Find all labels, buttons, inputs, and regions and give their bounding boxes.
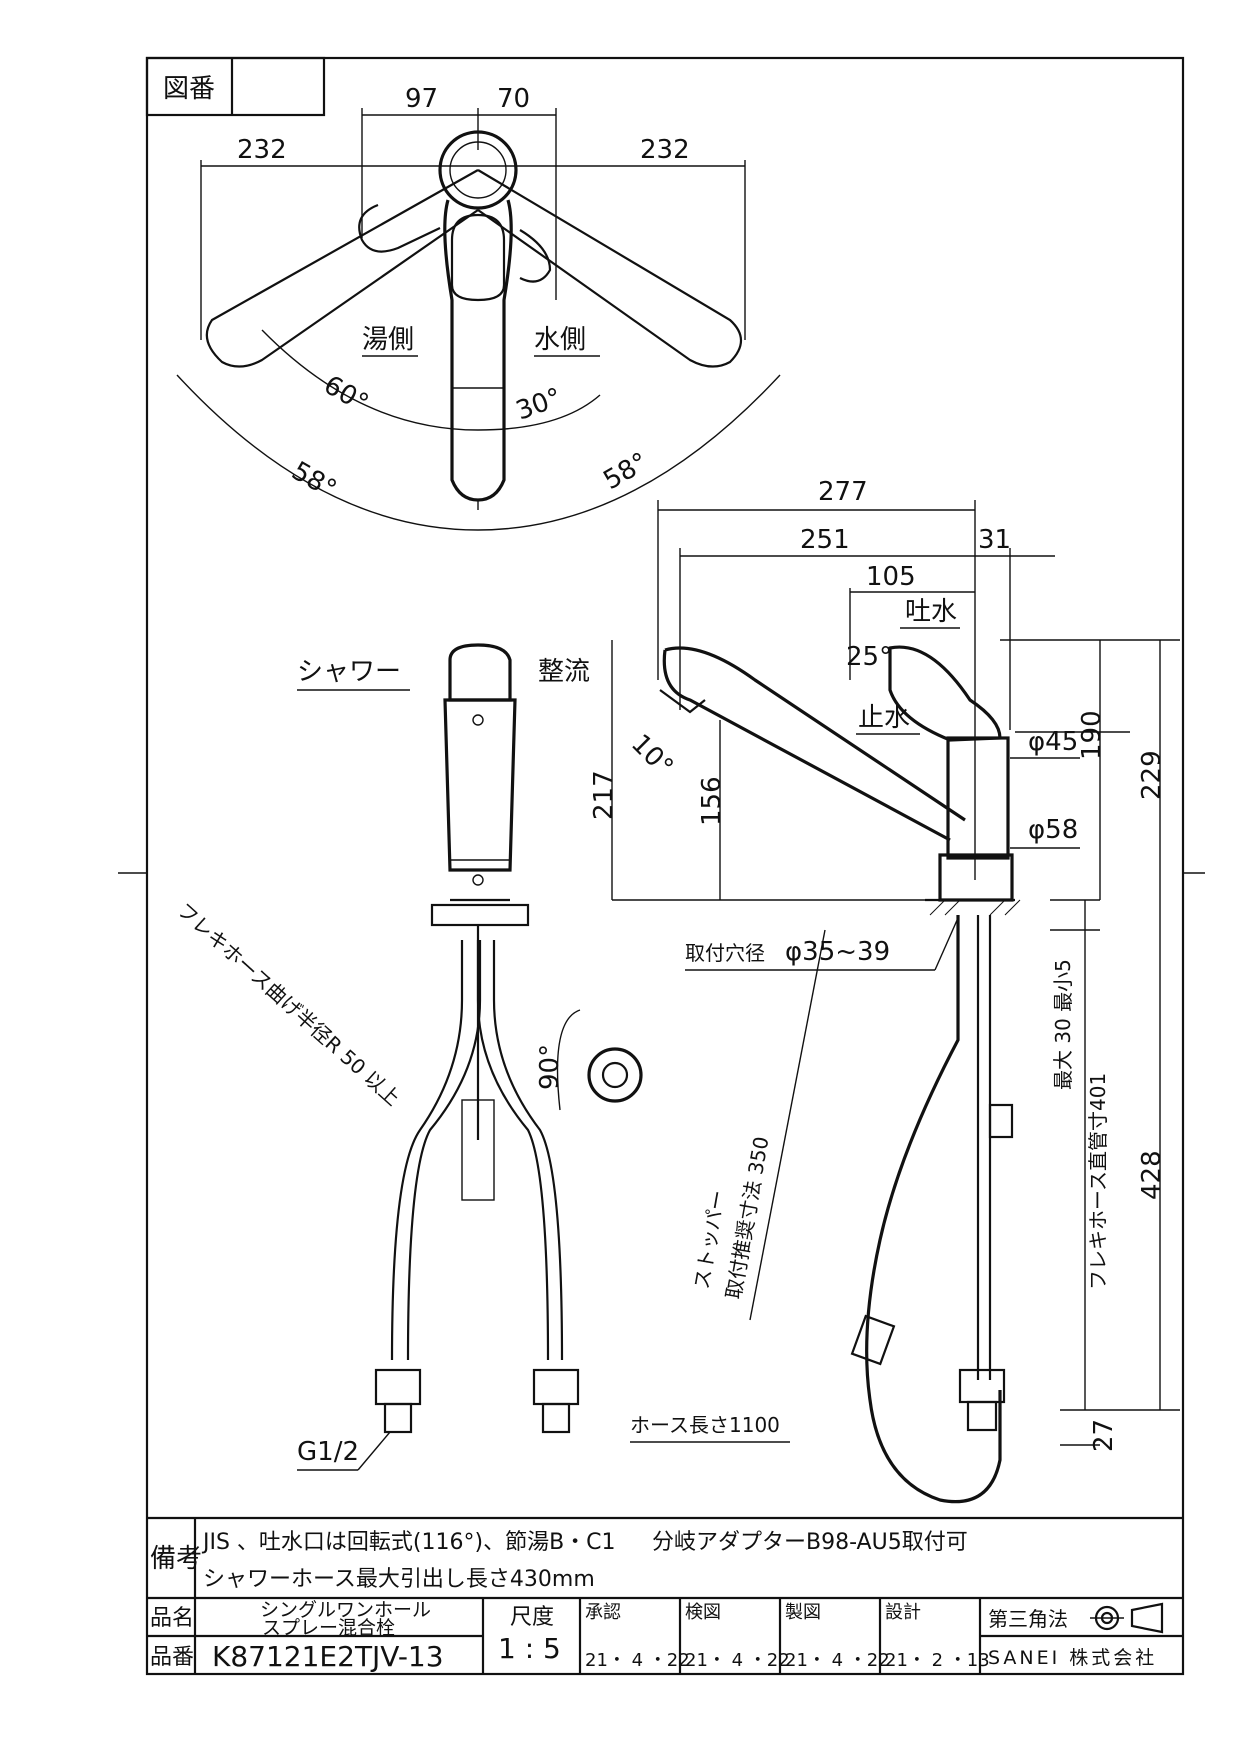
side-view: 277 251 31 105 吐水 25° 止水 190 229 φ45 φ58 — [589, 477, 1180, 1504]
mount-hole-label: 取付穴径 — [685, 941, 765, 965]
lever-center — [443, 199, 513, 502]
flex-hose-length: フレキホース直管寸401 — [1086, 1073, 1110, 1290]
dim-70: 70 — [497, 84, 530, 114]
thread-label: G1/2 — [297, 1437, 359, 1467]
stop-label: 止水 — [858, 703, 910, 733]
dim-217: 217 — [589, 770, 619, 820]
notes-line2: シャワーホース最大引出し長さ430mm — [203, 1567, 595, 1592]
dim-251: 251 — [800, 525, 850, 555]
third-angle-projection-icon — [1090, 1602, 1164, 1634]
dia-58: φ58 — [1028, 815, 1078, 845]
drawing-number-box — [145, 56, 326, 117]
drawing-number-label: 図番 — [163, 74, 215, 104]
stopper-label-2: 取付推奨寸法 350 — [721, 1135, 773, 1301]
design-label: 設計 — [885, 1602, 921, 1623]
angle-10: 10° — [625, 729, 679, 783]
dim-27: 27 — [1089, 1419, 1119, 1452]
angle-90: 90° — [535, 1044, 565, 1090]
front-view: シャワー 整流 フレキホース曲げ半径R 50 以上 90° G1/2 — [173, 643, 643, 1471]
handle-left-outline — [205, 169, 479, 368]
checked-date: 21・ 4 ・22 — [685, 1650, 790, 1671]
dim-229: 229 — [1137, 750, 1167, 800]
straight-label: 整流 — [538, 657, 590, 687]
angle-58-right: 58° — [599, 447, 654, 496]
title-block: 品名 シングルワンホール スプレー混合栓 品番 K87121E2TJV-13 尺… — [147, 1598, 1183, 1674]
angle-58-left: 58° — [287, 456, 342, 505]
approved-label: 承認 — [585, 1602, 621, 1623]
drawn-date: 21・ 4 ・22 — [785, 1650, 890, 1671]
dim-232-right: 232 — [640, 135, 690, 165]
design-date: 21・ 2 ・13 — [885, 1650, 990, 1671]
angle-25: 25° — [846, 642, 892, 672]
dim-97: 97 — [405, 84, 438, 114]
cold-side-label: 水側 — [534, 325, 586, 355]
company-name: SANEI 株式会社 — [988, 1647, 1157, 1669]
product-number: K87121E2TJV-13 — [212, 1640, 444, 1673]
projection-label: 第三角法 — [988, 1607, 1068, 1631]
deck-thickness: 最大 30 最小5 — [1051, 959, 1075, 1090]
mount-hole-value: φ35~39 — [785, 937, 890, 967]
hot-side-label: 湯側 — [362, 325, 414, 355]
top-view: 97 70 232 232 湯側 水側 60° 30° 58° 58° — [176, 84, 781, 531]
lever-side — [888, 645, 1002, 742]
hose-length: ホース長さ1100 — [630, 1413, 780, 1437]
bend-radius-label: フレキホース曲げ半径R 50 以上 — [173, 898, 405, 1111]
name-label: 品名 — [150, 1606, 194, 1631]
spout-label: 吐水 — [905, 597, 957, 627]
number-label: 品番 — [150, 1645, 194, 1670]
dim-105: 105 — [866, 562, 916, 592]
angle-60: 60° — [319, 370, 374, 419]
name-line1: シングルワンホール — [260, 1599, 431, 1621]
handle-right-outline — [477, 169, 743, 368]
dim-232-left: 232 — [237, 135, 287, 165]
angle-30: 30° — [512, 383, 566, 427]
front-body — [443, 698, 517, 872]
dim-277: 277 — [818, 477, 868, 507]
sheet-border — [145, 56, 1185, 1676]
scale-label: 尺度 — [510, 1605, 554, 1630]
dim-190: 190 — [1077, 710, 1107, 760]
notes-label: 備考 — [150, 1544, 202, 1574]
dim-31: 31 — [978, 525, 1011, 555]
drawn-label: 製図 — [785, 1602, 821, 1623]
dia-45: φ45 — [1028, 727, 1078, 757]
notes-line1: JIS 、吐水口は回転式(116°)、節湯B・C1 — [201, 1530, 616, 1555]
shower-hose — [865, 915, 1002, 1504]
side-body-upper — [946, 736, 1010, 860]
notes-line1b: 分岐アダプターB98-AU5取付可 — [652, 1530, 968, 1555]
dim-428: 428 — [1137, 1150, 1167, 1200]
name-line2: スプレー混合栓 — [262, 1617, 395, 1639]
shower-label: シャワー — [297, 657, 401, 687]
side-body-lower — [938, 853, 1014, 902]
scale-value: 1 : 5 — [498, 1632, 561, 1665]
spout-arm — [662, 649, 951, 842]
dim-156: 156 — [697, 776, 727, 826]
notes-block: 備考 JIS 、吐水口は回転式(116°)、節湯B・C1 分岐アダプターB98-… — [147, 1516, 1183, 1674]
checked-label: 検図 — [685, 1602, 721, 1623]
approved-date: 21・ 4 ・22 — [585, 1650, 690, 1671]
